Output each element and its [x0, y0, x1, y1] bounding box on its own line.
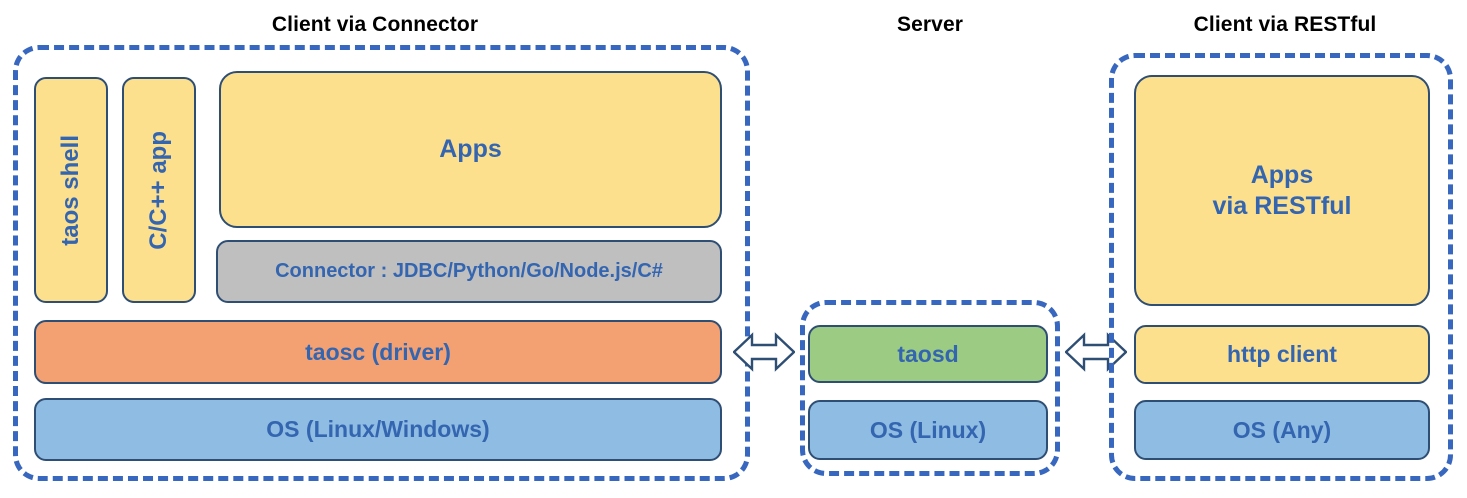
node-os-linux-windows[interactable]: OS (Linux/Windows): [34, 398, 722, 461]
caption-client-connector: Client via Connector: [271, 13, 479, 36]
node-os-any-label: OS (Any): [1232, 416, 1332, 443]
group-client-via-connector: [13, 45, 750, 481]
node-apps-connector[interactable]: Apps: [219, 71, 722, 228]
node-taosc-driver[interactable]: taosc (driver): [34, 320, 722, 384]
group-server: [800, 300, 1060, 476]
node-taosd[interactable]: taosd: [808, 325, 1048, 383]
node-taos-shell-label: taos shell: [57, 134, 85, 246]
node-http-client[interactable]: http client: [1134, 325, 1430, 384]
group-client-via-restful: [1109, 53, 1453, 481]
node-apps-via-restful-label: Apps via RESTful: [1213, 160, 1352, 221]
node-apps-via-restful-line1: Apps: [1250, 161, 1314, 189]
node-connector-label: Connector : JDBC/Python/Go/Node.js/C#: [275, 260, 663, 283]
node-apps-connector-label: Apps: [439, 135, 502, 164]
node-c-cpp-app[interactable]: C/C++ app: [122, 77, 196, 303]
node-c-cpp-app-label: C/C++ app: [145, 130, 173, 250]
node-os-linux-label: OS (Linux): [869, 416, 987, 443]
node-taos-shell[interactable]: taos shell: [34, 77, 108, 303]
caption-server: Server: [897, 13, 963, 36]
node-taosc-driver-label: taosc (driver): [305, 338, 451, 365]
caption-client-restful: Client via RESTful: [1193, 13, 1377, 36]
node-taosd-label: taosd: [897, 340, 959, 367]
node-os-any[interactable]: OS (Any): [1134, 400, 1430, 460]
node-http-client-label: http client: [1227, 341, 1337, 368]
node-apps-via-restful-line2: via RESTful: [1212, 191, 1352, 220]
node-apps-via-restful[interactable]: Apps via RESTful: [1134, 75, 1430, 306]
node-connector[interactable]: Connector : JDBC/Python/Go/Node.js/C#: [216, 240, 722, 303]
double-headed-arrow-icon-left: [733, 332, 795, 372]
node-os-linux[interactable]: OS (Linux): [808, 400, 1048, 460]
node-os-linux-windows-label: OS (Linux/Windows): [266, 416, 490, 443]
